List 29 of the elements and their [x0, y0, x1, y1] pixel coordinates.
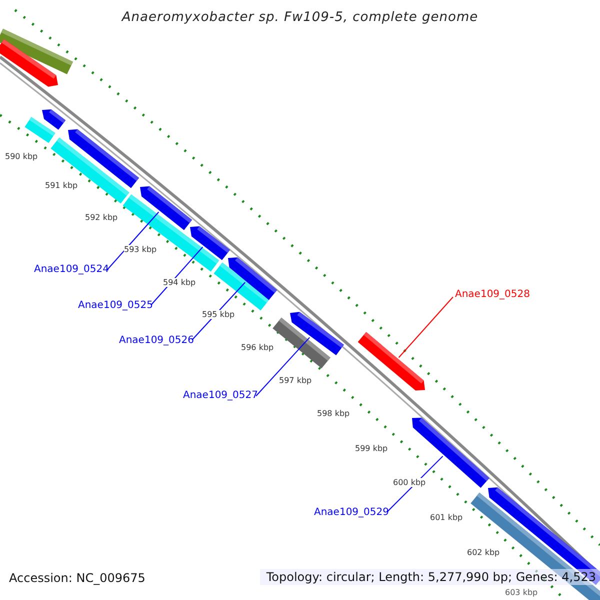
leader-line: [106, 212, 160, 270]
gene-feature: [358, 332, 425, 390]
gene-label: Anae109_0528: [455, 289, 530, 300]
leader-line: [256, 336, 310, 396]
leader-line: [150, 246, 204, 306]
title: Anaeromyxobacter sp. Fw109-5, complete genome: [120, 10, 480, 25]
scale-label: 601 kbp: [430, 513, 463, 522]
scale-label: 603 kbp: [505, 588, 538, 597]
scale-label: 597 kbp: [279, 376, 312, 385]
leader-line: [386, 456, 444, 512]
scale-label: 590 kbp: [5, 152, 38, 161]
leader-line: [398, 296, 454, 358]
scale-label: 600 kbp: [393, 478, 426, 487]
gene-feature: [290, 312, 344, 356]
gene-feature: [412, 418, 490, 488]
gene-label: Anae109_0524: [34, 264, 109, 275]
footer-text: Accession: NC_009675: [9, 571, 146, 585]
gene-label: Anae109_0526: [119, 335, 194, 346]
gene-feature: [190, 226, 230, 260]
scale-label: 593 kbp: [124, 245, 157, 254]
footer-text: Topology: circular; Length: 5,277,990 bp; Genes: 4,523: [260, 569, 600, 585]
gene-label: Anae109_0527: [183, 390, 258, 401]
scale-label: 591 kbp: [45, 181, 78, 190]
scale-label: 594 kbp: [163, 278, 196, 287]
gene-feature: [228, 257, 278, 300]
gene-feature: [140, 186, 192, 230]
gene-label: Anae109_0529: [314, 507, 389, 518]
gene-label: Anae109_0525: [78, 300, 153, 311]
scale-label: 602 kbp: [467, 548, 500, 557]
